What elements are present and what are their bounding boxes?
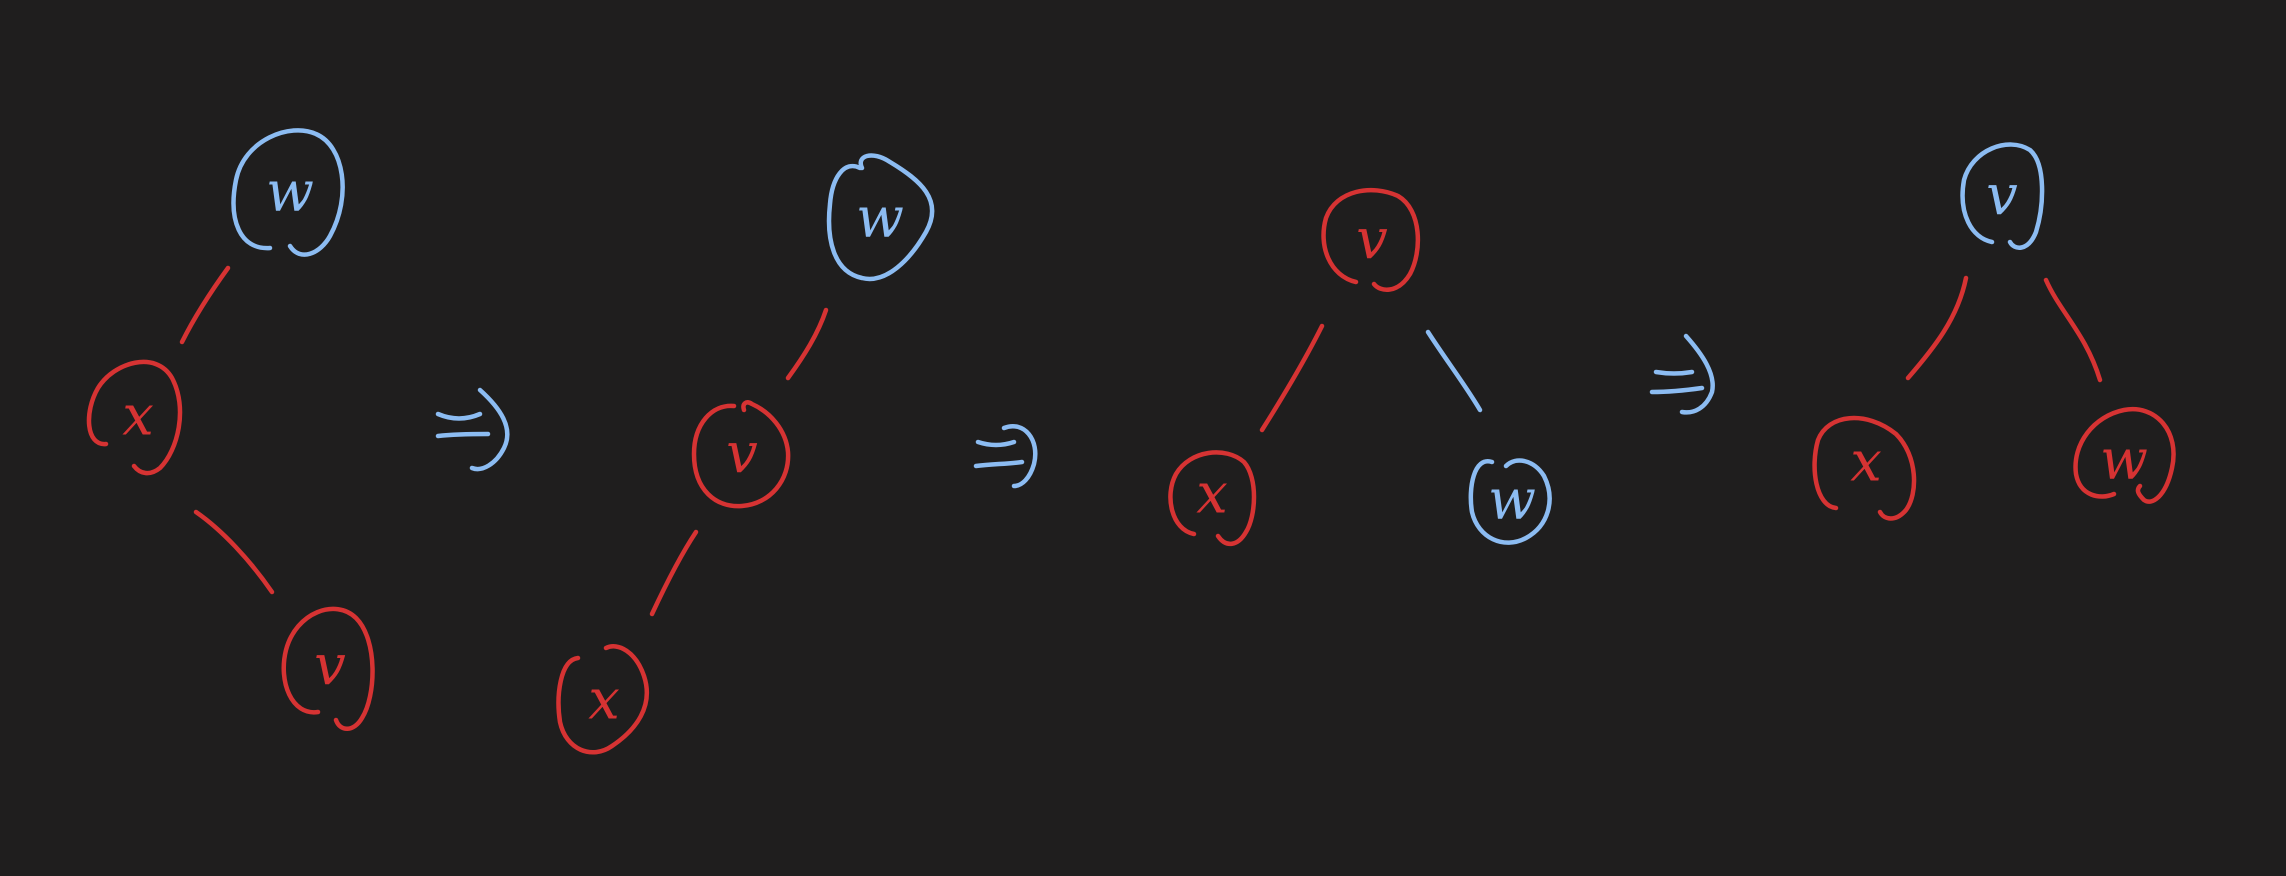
tree-4-node-w-circle bbox=[2073, 406, 2176, 504]
tree-2-node-v-label: v bbox=[726, 422, 758, 487]
tree-1-edge-w-x bbox=[179, 265, 231, 345]
tree-4-node-w-label: w bbox=[2100, 428, 2148, 493]
tree-3-node-w: w bbox=[1468, 458, 1552, 545]
tree-1-node-v: v bbox=[281, 606, 375, 731]
tree-4-node-x-circle bbox=[1812, 415, 1917, 521]
tree-1-node-w-label: w bbox=[266, 160, 314, 225]
arrow-1-glyph bbox=[435, 387, 510, 472]
tree-1-edge-x-v bbox=[193, 509, 275, 595]
arrow-2-glyph bbox=[973, 424, 1038, 489]
arrow-3-glyph bbox=[1649, 333, 1715, 415]
tree-4-node-w: w bbox=[2073, 406, 2176, 504]
tree-2: w v x bbox=[556, 153, 935, 755]
tree-3-edge-v-w bbox=[1425, 329, 1483, 413]
tree-1-node-w-circle bbox=[231, 128, 345, 257]
tree-1-node-w: w bbox=[231, 128, 345, 257]
tree-1: w x v bbox=[86, 128, 375, 731]
tree-4-edge-v-w bbox=[2043, 277, 2103, 383]
tree-2-node-v-circle bbox=[691, 400, 791, 509]
tree-4-node-x: x bbox=[1812, 415, 1917, 521]
tree-2-node-x-label: x bbox=[588, 668, 620, 733]
tree-3-node-w-circle bbox=[1468, 458, 1552, 545]
tree-2-node-w-circle bbox=[826, 153, 935, 282]
tree-3-edge-v-x bbox=[1259, 323, 1325, 433]
tree-1-node-x-circle bbox=[86, 359, 183, 476]
tree-3: v x w bbox=[1168, 187, 1552, 546]
tree-3-node-w-label: w bbox=[1488, 468, 1536, 533]
tree-2-edge-w-v bbox=[785, 307, 829, 381]
tree-3-node-v: v bbox=[1321, 187, 1421, 292]
tree-2-node-x: x bbox=[556, 644, 650, 755]
tree-3-node-x-circle bbox=[1168, 450, 1257, 546]
tree-3-node-x: x bbox=[1168, 450, 1257, 546]
arrow-3: ⇒ bbox=[1649, 333, 1715, 415]
tree-2-node-w: w bbox=[826, 153, 935, 282]
tree-1-node-x: x bbox=[86, 359, 183, 476]
tree-2-node-x-circle bbox=[556, 644, 650, 755]
tree-4: v x w bbox=[1812, 142, 2176, 521]
tree-2-node-v: v bbox=[691, 400, 791, 509]
tree-1-node-x-label: x bbox=[122, 384, 154, 449]
tree-4-node-v-circle bbox=[1960, 142, 2045, 250]
arrow-2: ⇒ bbox=[973, 424, 1038, 489]
arrow-1: ⇒ bbox=[435, 387, 510, 472]
tree-1-node-v-label: v bbox=[314, 634, 346, 699]
tree-4-node-x-label: x bbox=[1850, 430, 1882, 495]
tree-3-node-x-label: x bbox=[1196, 462, 1228, 527]
tree-2-node-w-label: w bbox=[856, 186, 904, 251]
tree-4-node-v-label: v bbox=[1986, 164, 2018, 229]
tree-1-node-v-circle bbox=[281, 606, 375, 731]
tree-3-node-v-label: v bbox=[1356, 208, 1388, 273]
tree-2-edge-v-x bbox=[649, 529, 699, 617]
tree-4-edge-v-x bbox=[1905, 275, 1969, 381]
tree-4-node-v: v bbox=[1960, 142, 2045, 250]
tree-3-node-v-circle bbox=[1321, 187, 1421, 292]
